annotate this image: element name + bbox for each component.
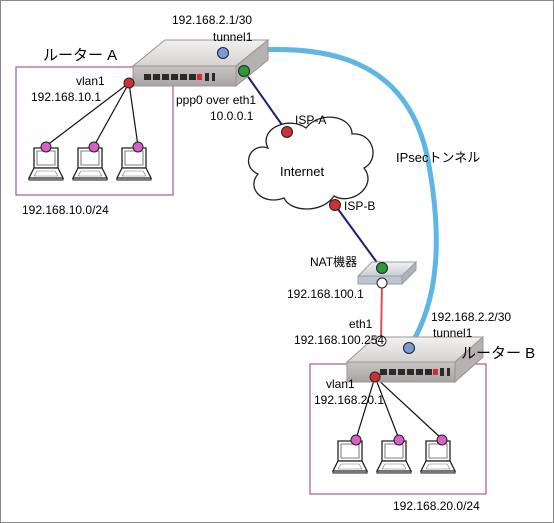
isp-a-port bbox=[281, 126, 293, 138]
pc-port-a2 bbox=[88, 141, 100, 153]
isp-b-port bbox=[329, 199, 341, 211]
pc-port-b2 bbox=[393, 434, 405, 446]
pc-port-a3 bbox=[132, 141, 144, 153]
router-b-name: ルーター B bbox=[461, 345, 535, 362]
router-b-tunnel-ip: 192.168.2.2/30 bbox=[431, 310, 511, 324]
router-a-tunnel-ip: 192.168.2.1/30 bbox=[172, 13, 252, 27]
laptop-icon bbox=[116, 147, 152, 181]
pc-port-a1 bbox=[40, 141, 52, 153]
nat-lan-port bbox=[376, 277, 388, 289]
laptop-icon bbox=[332, 440, 368, 474]
router-b-eth-label: eth1 bbox=[349, 317, 373, 331]
nat-wan-port bbox=[376, 262, 388, 274]
wan-link-b bbox=[334, 204, 382, 269]
router-a-vlan-label: vlan1 bbox=[76, 74, 105, 88]
pc-port-b1 bbox=[350, 434, 362, 446]
wan-link-a bbox=[243, 70, 288, 133]
router-b-eth-ip: 192.168.100.254 bbox=[294, 333, 384, 347]
lan-a-network: 192.168.10.0/24 bbox=[22, 203, 109, 217]
router-a-icon bbox=[131, 38, 270, 88]
ipsec-tunnel-line bbox=[220, 46, 439, 351]
router-a-vlan-port bbox=[123, 77, 135, 89]
pc-port-b3 bbox=[436, 434, 448, 446]
router-a-wan-label: ppp0 over eth1 bbox=[176, 93, 256, 107]
router-b-vlan-label: vlan1 bbox=[326, 377, 355, 391]
router-a-tunnel-label: tunnel1 bbox=[213, 30, 253, 44]
lan-b-network: 192.168.20.0/24 bbox=[393, 499, 480, 513]
router-b-eth-port bbox=[375, 335, 387, 347]
internet-label: Internet bbox=[280, 164, 324, 179]
laptop-icon bbox=[376, 440, 412, 474]
lan-a-lines bbox=[45, 82, 139, 147]
router-b-vlan-port bbox=[369, 371, 381, 383]
laptop-icon bbox=[420, 440, 456, 474]
isp-a-label: ISP-A bbox=[295, 113, 326, 127]
laptop-icon bbox=[72, 147, 108, 181]
lan-a-box bbox=[15, 66, 174, 196]
lan-b-lines bbox=[355, 376, 443, 440]
laptop-icon bbox=[28, 147, 64, 181]
nat-label: NAT機器 bbox=[310, 254, 357, 269]
router-a-wan-ip: 10.0.0.1 bbox=[210, 109, 254, 123]
nat-ip: 192.168.100.1 bbox=[287, 287, 364, 301]
ipsec-tunnel-label: IPsecトンネル bbox=[396, 150, 480, 165]
router-a-name: ルーター A bbox=[43, 47, 117, 64]
router-a-wan-port bbox=[238, 65, 250, 77]
router-b-tunnel-label: tunnel1 bbox=[433, 326, 473, 340]
internet-cloud-icon bbox=[247, 116, 374, 210]
router-b-tunnel-port bbox=[403, 342, 415, 354]
router-a-tunnel-port bbox=[217, 47, 229, 59]
isp-b-label: ISP-B bbox=[344, 199, 375, 213]
router-b-vlan-ip: 192.168.20.1 bbox=[314, 393, 384, 407]
lan-link-nat-b bbox=[380, 282, 383, 341]
router-a-vlan-ip: 192.168.10.1 bbox=[31, 90, 101, 104]
